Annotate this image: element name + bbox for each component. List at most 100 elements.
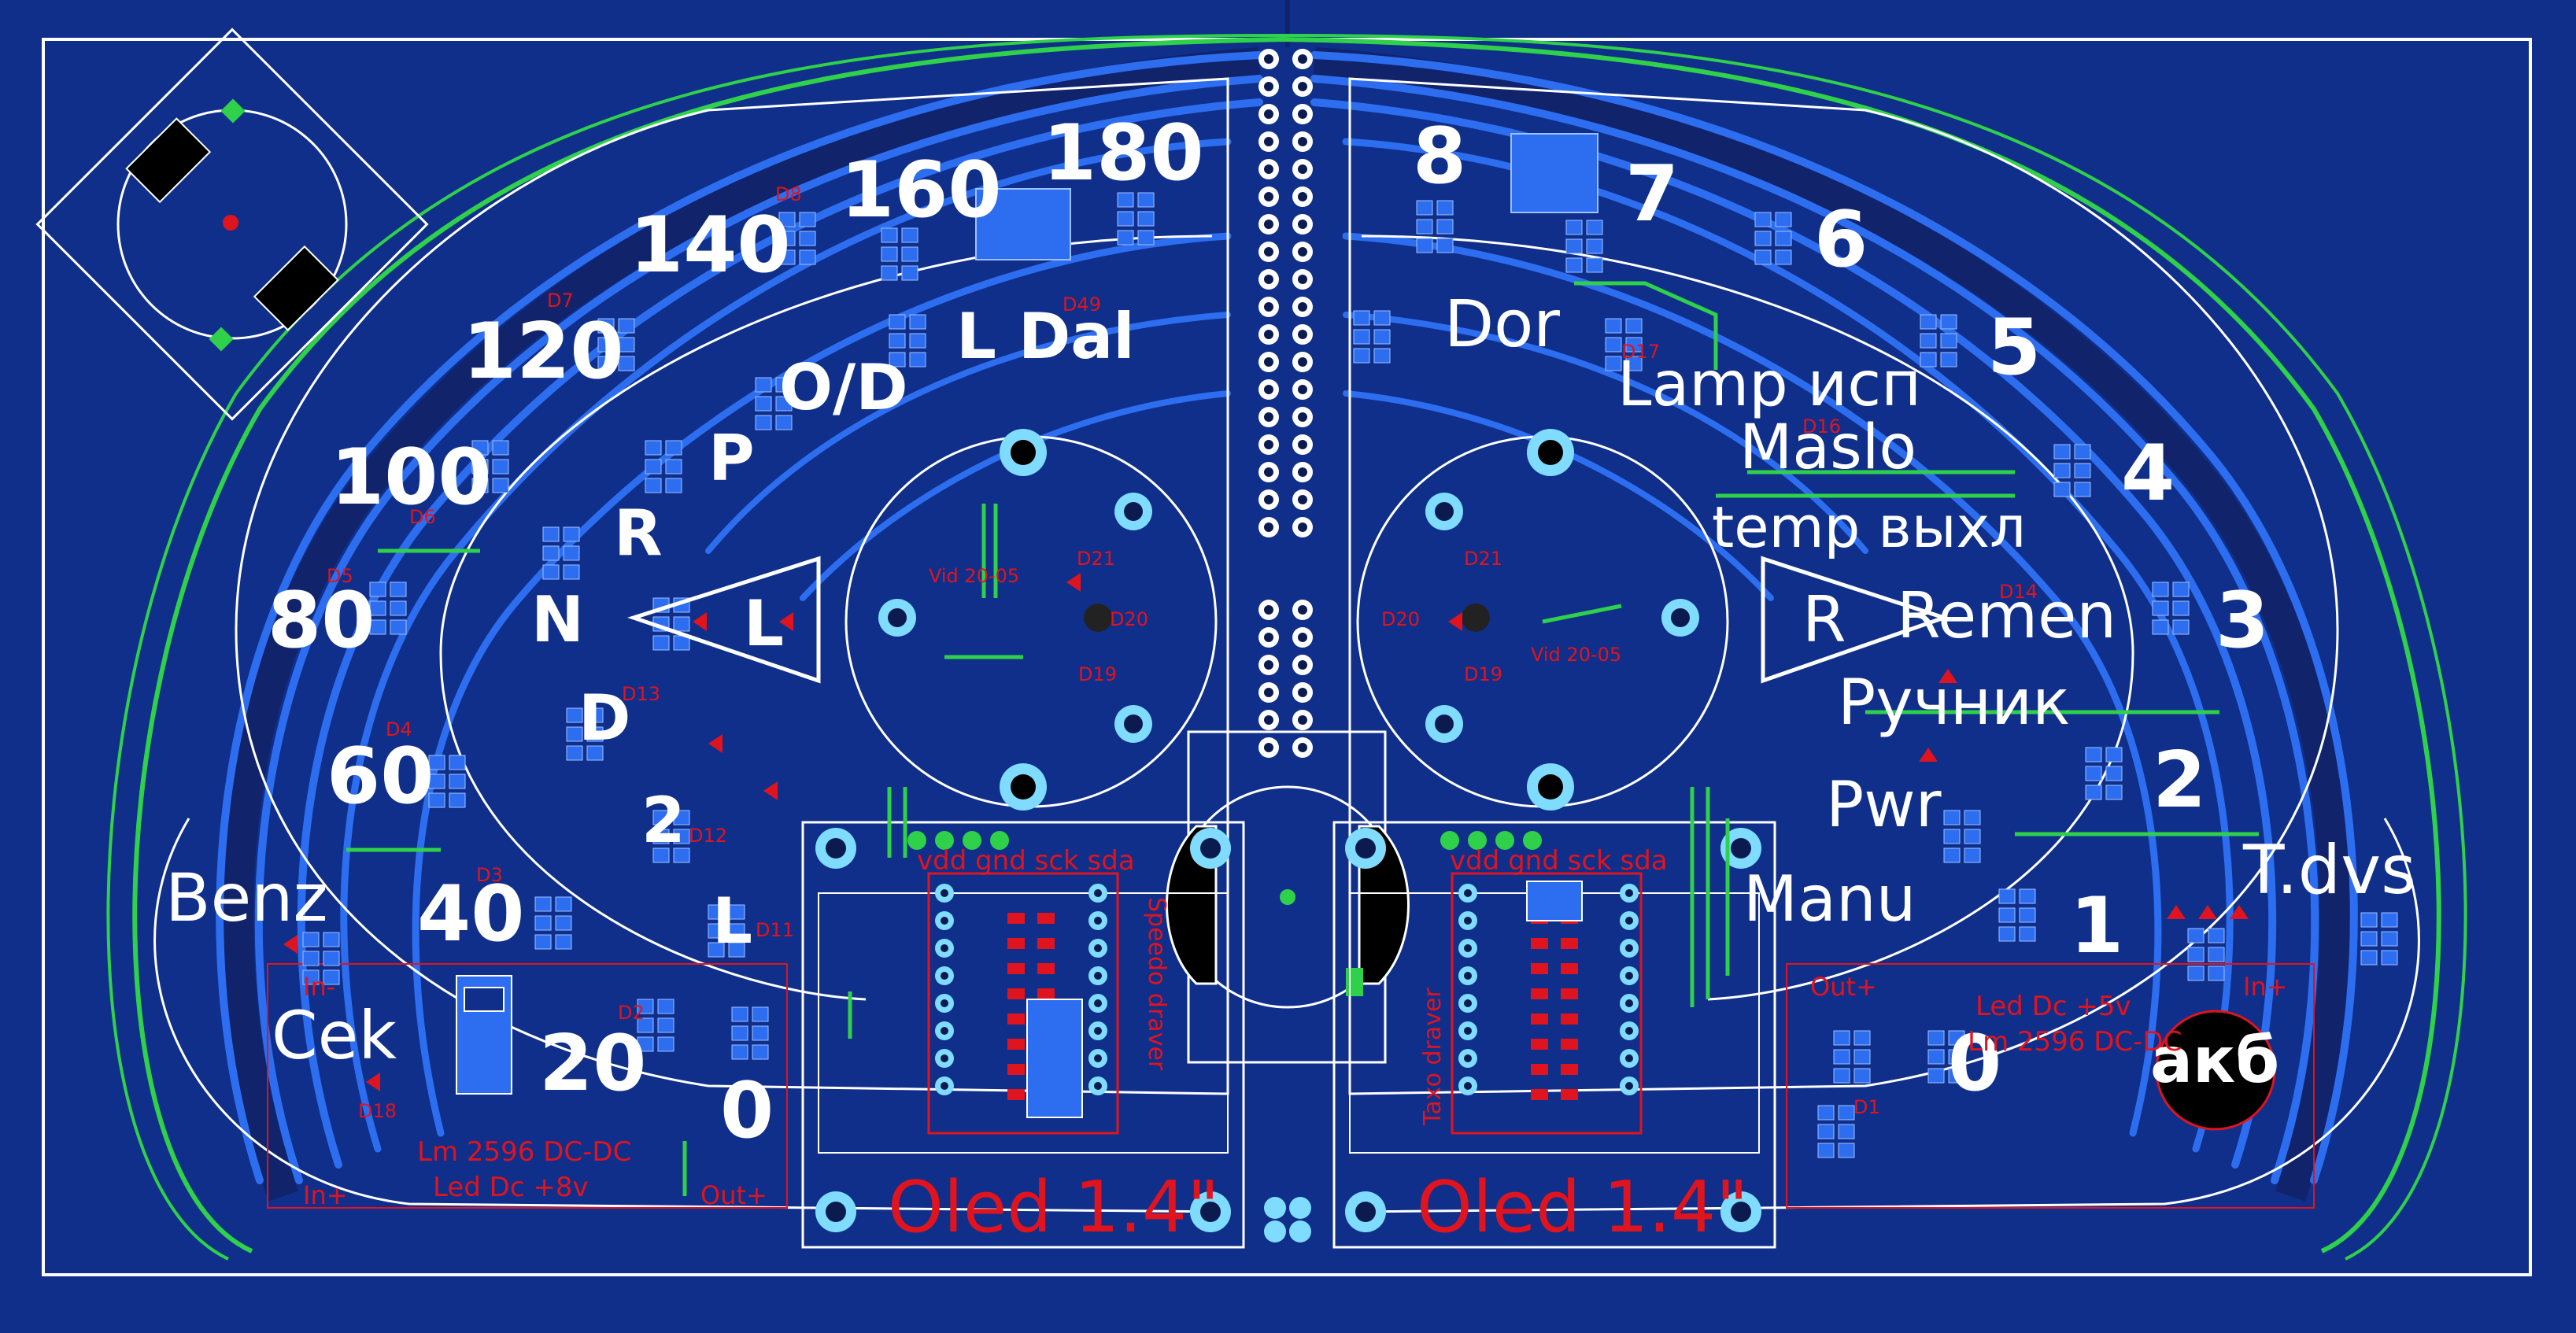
tacho-dial-outline — [1348, 77, 2339, 1095]
tacho-motor-pads — [1425, 429, 1699, 811]
center-bottom-pads — [1264, 1197, 1311, 1243]
label-gear-2: 2 — [641, 784, 686, 857]
oled-right-outline — [1332, 821, 1776, 1249]
label-psu-right-line1: Lm 2596 DC-DC — [1968, 1026, 2182, 1058]
label-d11: D11 — [756, 919, 794, 941]
gear-triangle-left — [627, 556, 821, 684]
buzzer-footprint — [35, 28, 429, 421]
label-d3: D3 — [476, 864, 503, 886]
label-pwr: Pwr — [1826, 768, 1942, 841]
label-tdvs: T.dvs — [2242, 831, 2416, 910]
indicator-arrows — [283, 573, 2249, 1091]
label-gear-n: N — [531, 583, 584, 656]
rpm-label-0: 0 — [1948, 1019, 2001, 1109]
label-psu-left-out-plus: Out+ — [700, 1180, 767, 1210]
label-d14: D14 — [1999, 581, 2038, 603]
rpm-label-3: 3 — [2216, 576, 2269, 666]
label-psu-right-line2: Led Dc +5v — [1975, 991, 2131, 1022]
label-psu-left-line2: Led Dc +8v — [433, 1172, 589, 1203]
speed-label-180: 180 — [1043, 109, 1204, 198]
label-dor: Dor — [1444, 287, 1560, 362]
label-cek: Cek — [272, 997, 397, 1074]
outer-board-outline — [132, 36, 2441, 1254]
label-d19-left: D19 — [1078, 663, 1117, 685]
label-d19-right: D19 — [1464, 663, 1502, 685]
oled-mount-pads — [815, 828, 1761, 1232]
label-d16: D16 — [1802, 415, 1841, 438]
label-d7: D7 — [547, 290, 574, 312]
label-d2: D2 — [618, 1002, 645, 1024]
speed-label-60: 60 — [327, 732, 434, 822]
psu-left-outline — [267, 963, 788, 1209]
label-d1: D1 — [1853, 1096, 1880, 1118]
battery-holder — [2155, 1010, 2276, 1131]
label-d21-left: D21 — [1077, 548, 1115, 570]
label-psu-right-out-plus: Out+ — [1810, 972, 1877, 1002]
outer-board-outline-2 — [106, 33, 2467, 1261]
green-bus-lines — [346, 281, 2259, 1196]
tacho-driver-outline — [1451, 872, 1643, 1135]
label-tacho-driver: Taxo draver — [1419, 988, 1447, 1126]
rpm-label-1: 1 — [2070, 881, 2123, 971]
copper-labels: Oled 1.4" Oled 1.4" vdd gnd sck sda vdd … — [303, 183, 2288, 1249]
label-gear-l-arrow: L — [744, 587, 784, 660]
label-d8: D8 — [775, 183, 802, 205]
label-d12: D12 — [689, 825, 727, 847]
rpm-label-7: 7 — [1625, 150, 1679, 239]
label-lamp: Lamp исп — [1617, 349, 1921, 420]
label-gear-d: D — [578, 681, 630, 755]
label-psu-left-line1: Lm 2596 DC-DC — [417, 1136, 631, 1168]
label-d13: D13 — [622, 683, 660, 705]
oled-right-inner — [1349, 892, 1760, 1154]
right-indicator-labels: Dor Lamp исп Maslo temp выхл R Remen Руч… — [1444, 287, 2416, 1097]
label-d18: D18 — [358, 1100, 397, 1122]
label-benz: Benz — [165, 859, 328, 936]
psu-right-outline — [1786, 963, 2315, 1209]
speed-label-40: 40 — [417, 870, 524, 959]
right-lower-outline — [1349, 818, 2420, 1213]
label-gear-p: P — [708, 422, 755, 495]
speed-label-80: 80 — [268, 576, 375, 666]
label-gear-l: L — [712, 884, 752, 958]
label-psu-left-in-plus: In+ — [303, 1180, 348, 1210]
rpm-scale: 8 7 6 5 4 3 2 1 0 — [1413, 112, 2269, 1109]
label-header-left: vdd gnd sck sda — [917, 845, 1135, 877]
speed-label-100: 100 — [331, 433, 492, 522]
label-temp: temp выхл — [1712, 494, 2026, 560]
rpm-label-5: 5 — [1987, 303, 2041, 393]
label-vid-right: Vid 20-05 — [1531, 644, 1621, 666]
label-ruchnik: Ручник — [1838, 666, 2070, 739]
label-l-dal: L Dal — [956, 300, 1135, 373]
label-remen: Remen — [1897, 579, 2116, 652]
label-d20-right: D20 — [1381, 608, 1420, 630]
label-akb: акб — [2150, 1024, 2279, 1097]
tacho-inner-arc — [1361, 234, 2134, 1001]
speedo-motor-pads — [878, 429, 1152, 811]
label-maslo: Maslo — [1739, 412, 1916, 483]
left-lower-outline — [153, 818, 1229, 1213]
smd-led-pads — [302, 133, 2398, 1158]
label-d20-left: D20 — [1110, 608, 1148, 630]
center-connector-pins — [1258, 49, 1313, 758]
label-vid-left: Vid 20-05 — [929, 565, 1019, 587]
speed-label-140: 140 — [630, 201, 791, 290]
rpm-label-6: 6 — [1814, 195, 1868, 285]
speed-label-120: 120 — [463, 307, 624, 397]
label-d5: D5 — [327, 565, 353, 587]
label-od: O/D — [779, 351, 908, 424]
oled-left-inner — [818, 892, 1229, 1154]
label-header-right: vdd gnd sck sda — [1450, 845, 1668, 877]
rpm-label-8: 8 — [1413, 112, 1466, 201]
gear-triangle-right — [1761, 556, 1950, 684]
speed-label-160: 160 — [841, 146, 1002, 235]
speed-scale: 180 160 140 120 100 80 60 40 20 0 — [268, 109, 1204, 1156]
rpm-label-4: 4 — [2121, 429, 2175, 519]
speedo-driver-outline — [927, 872, 1119, 1135]
rpm-label-2: 2 — [2153, 736, 2206, 825]
label-speedo-driver: Speedo draver — [1143, 897, 1170, 1071]
speed-label-20: 20 — [539, 1019, 646, 1109]
label-gear-r: R — [614, 497, 663, 570]
oled-header-pads — [907, 831, 1639, 1095]
left-indicator-labels: L Dal O/D P R N L D 2 L Benz Cek — [165, 300, 1135, 1074]
